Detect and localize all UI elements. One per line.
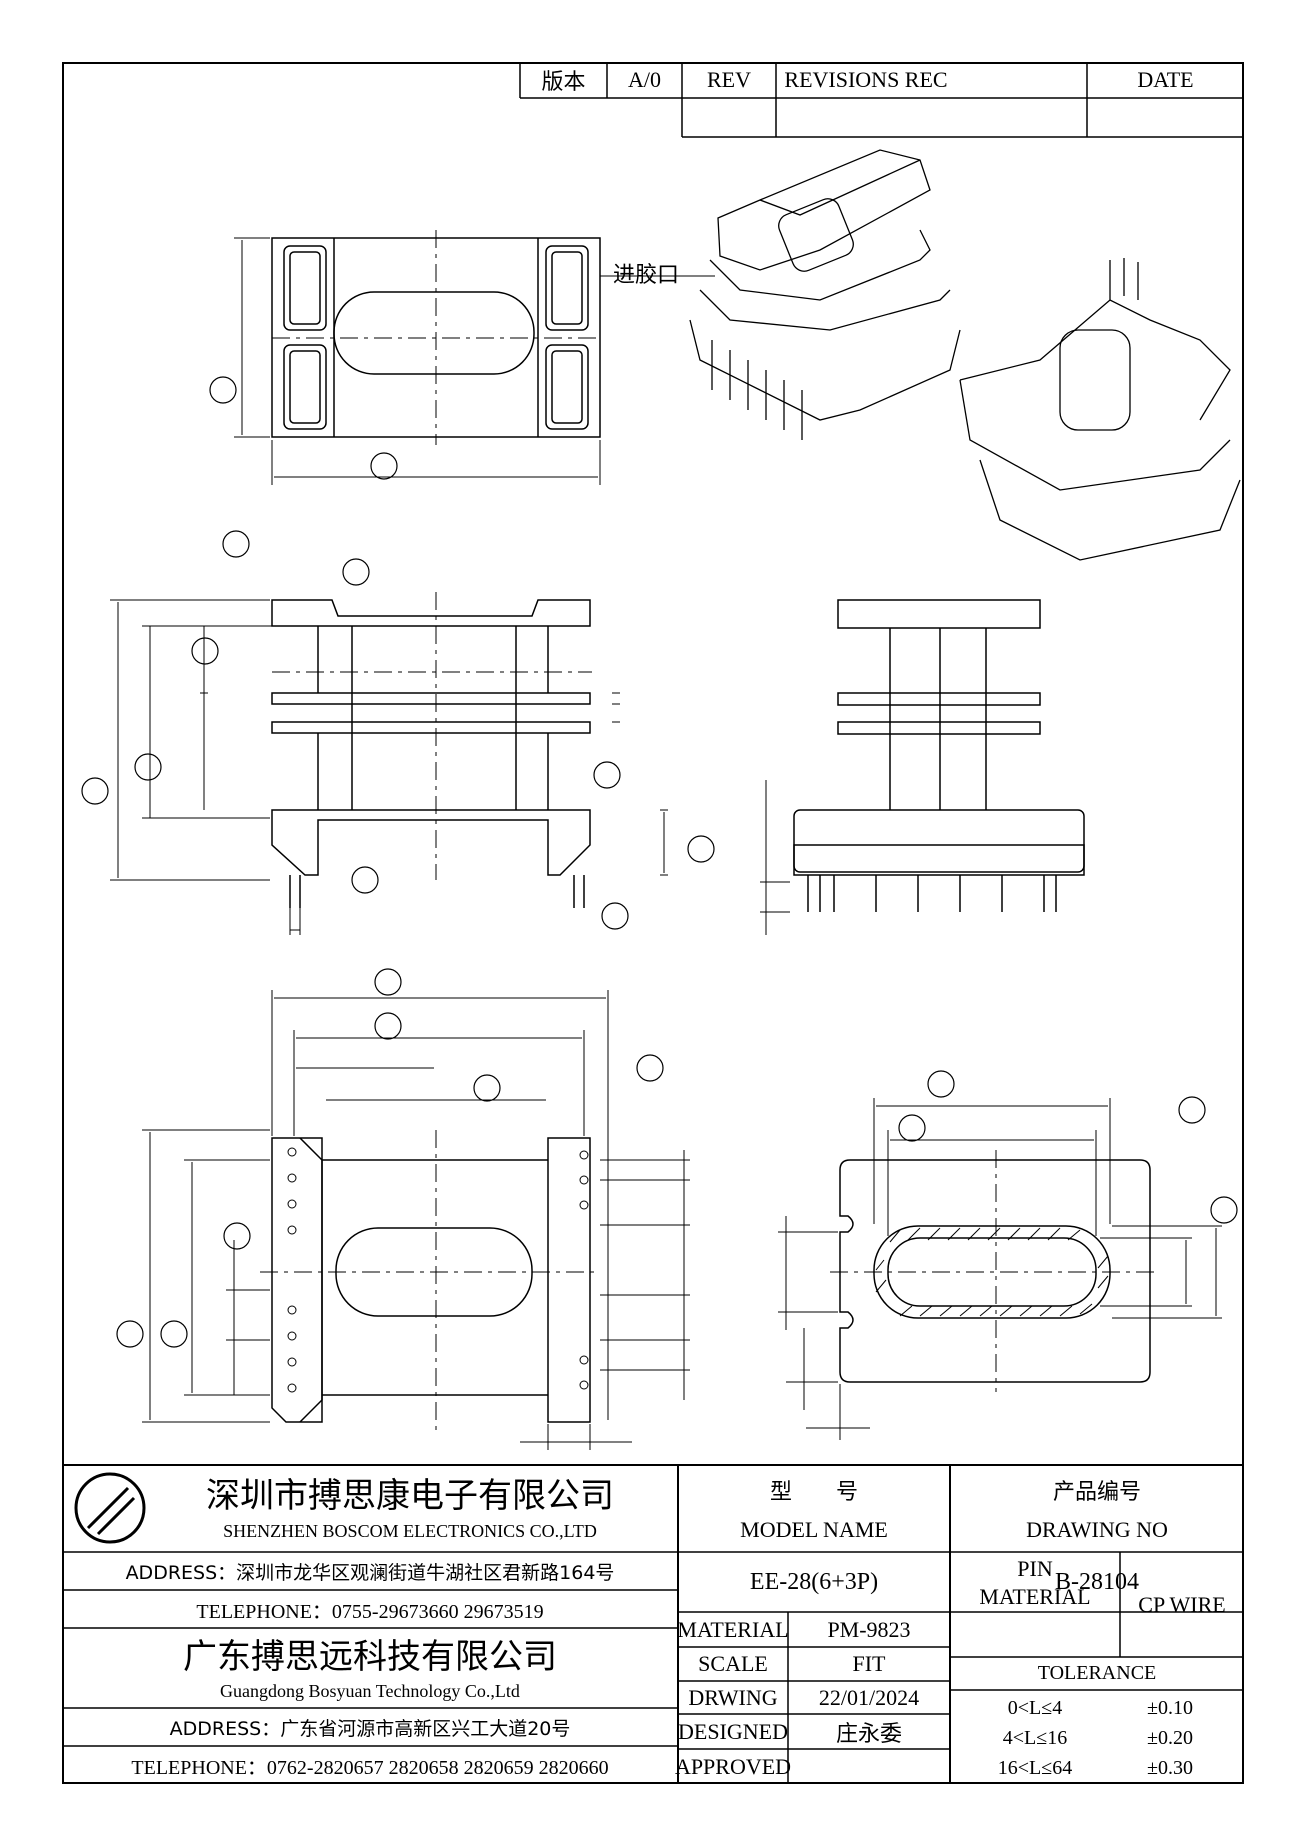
material-value: PM-9823 xyxy=(827,1616,911,1642)
company1-cn: 深圳市搏思康电子有限公司 xyxy=(206,1475,614,1516)
title-block-lines xyxy=(62,1464,1244,1784)
version-label: 版本 xyxy=(541,70,586,95)
pin-material-label-2: MATERIAL xyxy=(979,1584,1091,1609)
company2-cn: 广东搏思远科技有限公司 xyxy=(183,1636,557,1677)
telephone1: TELEPHONE：0755-29673660 29673519 xyxy=(196,1600,544,1623)
pin-material-label-1: PIN xyxy=(1017,1556,1053,1581)
tolerance-range-2: 4<L≤16 xyxy=(1002,1726,1068,1749)
bottom-view xyxy=(116,968,690,1450)
model-value: EE-28(6+3P) xyxy=(749,1568,879,1595)
gate-label: 进胶口 xyxy=(612,263,679,288)
drawing-no-value: B-28104 xyxy=(1055,1568,1139,1595)
telephone2: TELEPHONE：0762-2820657 2820658 2820659 2… xyxy=(131,1756,609,1779)
model-label-cn: 型 号 xyxy=(769,1480,858,1505)
tolerance-range-1: 0<L≤4 xyxy=(1007,1696,1063,1719)
drawing-no-label-cn: 产品编号 xyxy=(1052,1480,1141,1505)
address2: ADDRESS：广东省河源市高新区兴工大道20号 xyxy=(169,1717,571,1740)
drawing-label: DRWING xyxy=(688,1684,778,1710)
tolerance-range-3: 16<L≤64 xyxy=(997,1756,1073,1779)
isometric-sketch xyxy=(600,149,1241,561)
pin-material-value: CP WIRE xyxy=(1138,1591,1226,1617)
model-label-en: MODEL NAME xyxy=(740,1517,888,1542)
designed-label: DESIGNED xyxy=(678,1718,788,1744)
scale-label: SCALE xyxy=(698,1651,768,1676)
version-value: A/0 xyxy=(628,67,661,92)
tolerance-value-3: ±0.30 xyxy=(1147,1756,1193,1779)
drawing-no-label-en: DRAWING NO xyxy=(1026,1517,1168,1542)
material-label: MATERIAL xyxy=(677,1616,789,1642)
front-view xyxy=(81,530,715,935)
tolerance-label: TOLERANCE xyxy=(1037,1662,1157,1684)
drawing-frame xyxy=(62,62,1244,1784)
tolerance-value-1: ±0.10 xyxy=(1147,1696,1193,1719)
scale-value: FIT xyxy=(852,1651,886,1676)
date-label: DATE xyxy=(1137,67,1194,92)
drawing-date: 22/01/2024 xyxy=(818,1684,920,1710)
approved-label: APPROVED xyxy=(674,1753,792,1779)
top-view xyxy=(209,230,601,485)
rev-label: REV xyxy=(707,67,751,92)
company1-en: SHENZHEN BOSCOM ELECTRONICS CO.,LTD xyxy=(223,1520,597,1541)
tolerance-value-2: ±0.20 xyxy=(1147,1726,1193,1749)
company2-en: Guangdong Bosyuan Technology Co.,Ltd xyxy=(220,1680,520,1701)
side-view xyxy=(760,599,1085,935)
section-view xyxy=(778,1070,1238,1440)
designed-value: 庄永委 xyxy=(835,1721,902,1747)
revisions-rec-label: REVISIONS REC xyxy=(784,67,948,92)
approved-value xyxy=(788,1749,950,1784)
address1: ADDRESS：深圳市龙华区观澜街道牛湖社区君新路164号 xyxy=(125,1561,615,1584)
